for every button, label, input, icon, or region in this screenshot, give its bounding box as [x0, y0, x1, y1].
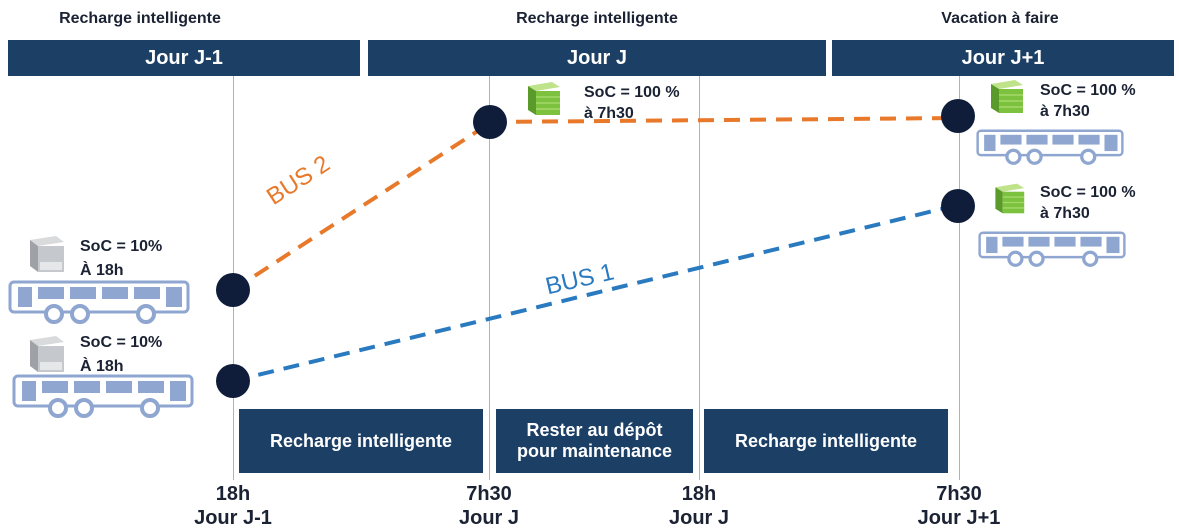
- caption-day-j: Recharge intelligente: [516, 10, 678, 27]
- soc-value: SoC = 100 %: [584, 84, 680, 101]
- node-bus2-end: [941, 99, 975, 133]
- activity-maintenance: Rester au dépôt pour maintenance: [496, 409, 693, 473]
- header-day-plus-1: Jour J+1: [832, 40, 1174, 76]
- bus-icon-bus2-end: [976, 129, 1124, 165]
- bus1-end-soc: SoC = 100 % à 7h30: [1040, 182, 1136, 224]
- bus2-start-soc: SoC = 10% À 18h: [80, 236, 162, 281]
- bus2-line-rise: [231, 121, 492, 292]
- bus2-line-flat: [489, 116, 959, 124]
- battery-full-icon-bus2-mid: [528, 82, 560, 115]
- bus-icon-bus1-end: [978, 231, 1126, 267]
- tick-time: 18h: [215, 483, 251, 505]
- activity-recharge-2: Recharge intelligente: [704, 409, 948, 473]
- activity-recharge-1: Recharge intelligente: [239, 409, 483, 473]
- soc-value: SoC = 10%: [80, 238, 163, 255]
- bus-icon-bus2-start: [8, 280, 190, 324]
- tick-time: 7h30: [936, 483, 982, 505]
- bus1-start-soc: SoC = 10% À 18h: [80, 332, 162, 377]
- bus1-line: [232, 203, 959, 383]
- battery-full-icon-bus1-end: [995, 183, 1025, 214]
- soc-value: SoC = 100 %: [1040, 184, 1136, 201]
- tick-day: Jour J: [458, 507, 520, 529]
- soc-value: SoC = 100 %: [1040, 82, 1136, 99]
- guide-7h30-j: [489, 76, 490, 480]
- node-bus2-start: [216, 273, 250, 307]
- battery-empty-icon-bus2: [30, 236, 64, 272]
- tick-18h-j-1: 18h Jour J-1: [153, 482, 313, 530]
- tick-day: Jour J+1: [917, 507, 1001, 529]
- header-day-minus-1: Jour J-1: [8, 40, 360, 76]
- tick-time: 7h30: [466, 483, 512, 505]
- node-bus1-start: [216, 364, 250, 398]
- bus2-mid-soc: SoC = 100 % à 7h30: [584, 82, 680, 124]
- caption-day-plus-1: Vacation à faire: [941, 10, 1059, 27]
- tick-day: Jour J-1: [194, 507, 272, 529]
- soc-time: à 7h30: [1040, 205, 1090, 222]
- guide-7h30-j1: [959, 76, 960, 480]
- soc-time: À 18h: [80, 358, 124, 375]
- tick-18h-j: 18h Jour J: [619, 482, 779, 530]
- tick-time: 18h: [681, 483, 717, 505]
- tick-day: Jour J: [668, 507, 730, 529]
- header-day-j: Jour J: [368, 40, 826, 76]
- soc-time: à 7h30: [1040, 103, 1090, 120]
- battery-empty-icon-bus1: [30, 336, 64, 372]
- bus-icon-bus1-start: [12, 374, 194, 418]
- tick-7h30-j1: 7h30 Jour J+1: [874, 482, 1044, 530]
- soc-time: À 18h: [80, 262, 124, 279]
- bus2-end-soc: SoC = 100 % à 7h30: [1040, 80, 1136, 122]
- node-bus1-end: [941, 189, 975, 223]
- soc-value: SoC = 10%: [80, 334, 163, 351]
- guide-18h-j: [699, 76, 700, 480]
- node-bus2-jour-j: [473, 105, 507, 139]
- battery-full-icon-bus2-end: [991, 80, 1023, 113]
- tick-7h30-j: 7h30 Jour J: [409, 482, 569, 530]
- caption-day-minus-1: Recharge intelligente: [59, 10, 221, 27]
- soc-time: à 7h30: [584, 105, 634, 122]
